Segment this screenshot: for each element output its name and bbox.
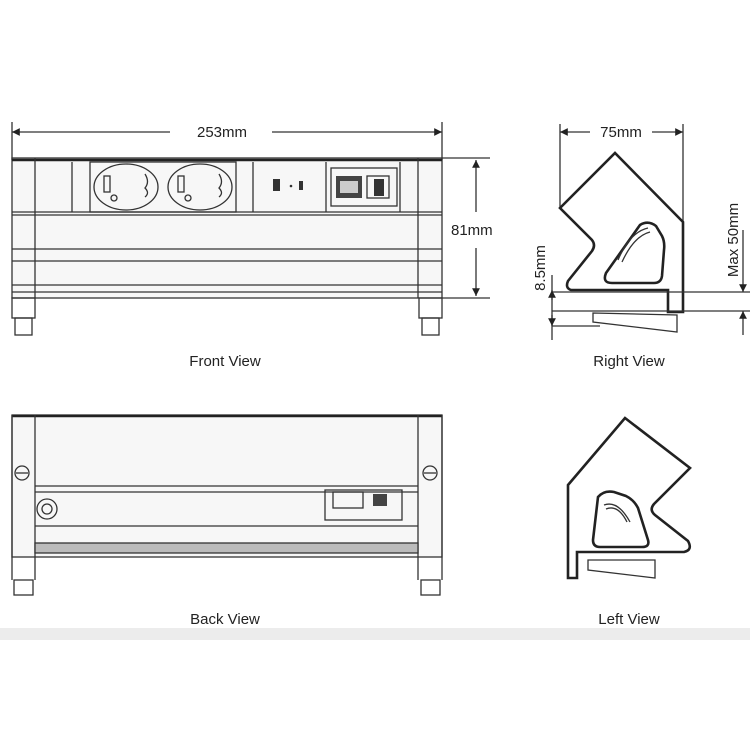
offset-dimension: 8.5mm [532,245,549,291]
socket-1 [93,163,159,211]
back-view [11,414,443,596]
footer-band [0,628,750,640]
max-desk-dimension: Max 50mm [725,203,742,277]
front-view-label: Front View [189,353,261,370]
front-view [11,122,490,336]
left-view [566,416,692,580]
socket-2 [167,163,233,211]
height-dimension: 81mm [451,222,493,239]
width-dimension: 253mm [197,124,247,141]
data-module [330,167,398,207]
right-view-label: Right View [593,353,665,370]
usb-module [273,179,303,191]
right-view [548,124,750,340]
left-view-label: Left View [598,611,660,628]
back-view-label: Back View [190,611,260,628]
depth-dimension: 75mm [600,124,642,141]
